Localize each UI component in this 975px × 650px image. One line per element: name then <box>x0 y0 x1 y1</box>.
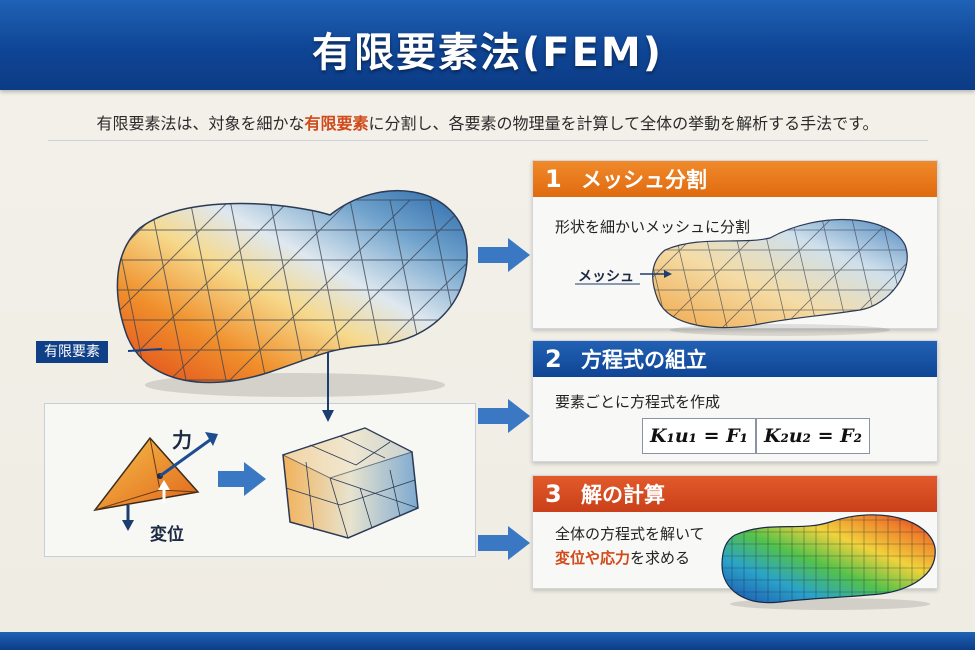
step2-number: 2 <box>545 345 562 373</box>
step-equation-assembly: 2 方程式の組立 要素ごとに方程式を作成 <box>532 340 938 462</box>
arrow-right-icon <box>218 462 266 496</box>
step3-description: 全体の方程式を解いて <box>555 525 705 543</box>
step3-highlight: 変位や応力 <box>555 549 631 567</box>
arrow-to-step3-icon <box>478 526 530 560</box>
arrow-to-step1-icon <box>478 238 530 272</box>
element-tag-pointer <box>127 348 163 352</box>
header-banner: 有限要素法(FEM) <box>0 0 975 90</box>
arrow-down-icon <box>322 352 334 422</box>
equation-element-2: K₂u₂ = F₂ <box>756 418 870 454</box>
step3-header: 3 解の計算 <box>533 476 937 512</box>
main-mesh-shape <box>116 189 468 397</box>
intro-divider <box>48 140 928 141</box>
step3-desc-after: を求める <box>630 549 691 567</box>
intro-text: 有限要素法は、対象を細かな有限要素に分割し、各要素の物理量を計算して全体の挙動を… <box>0 110 975 134</box>
page-title: 有限要素法(FEM) <box>311 30 663 76</box>
displacement-arrow-down-icon <box>122 505 134 531</box>
element-tag: 有限要素 <box>36 341 108 363</box>
force-label: 力 <box>172 428 192 452</box>
displacement-arrow-up-icon <box>158 480 170 503</box>
intro-after: に分割し、各要素の物理量を計算して全体の挙動を解析する手法です。 <box>368 114 879 133</box>
step1-mesh-shape <box>652 218 908 336</box>
equation-element-1: K₁u₁ = F₁ <box>642 418 756 454</box>
step2-header: 2 方程式の組立 <box>533 341 937 377</box>
displacement-label: 変位 <box>150 525 184 545</box>
arrow-to-step2-icon <box>478 399 530 433</box>
mesh-label: メッシュ <box>578 269 634 285</box>
step1-number: 1 <box>545 165 562 193</box>
step2-description: 要素ごとに方程式を作成 <box>555 393 721 411</box>
step1-title: メッシュ分割 <box>581 168 707 192</box>
footer-bar <box>0 632 975 650</box>
step2-title: 方程式の組立 <box>581 348 707 372</box>
step3-title: 解の計算 <box>581 483 665 507</box>
step3-description-2: 変位や応力を求める <box>555 546 690 570</box>
mesh-label-arrow-icon <box>575 270 672 285</box>
step1-description: 形状を細かいメッシュに分割 <box>555 218 751 236</box>
intro-before: 有限要素法は、対象を細かな <box>96 114 305 133</box>
intro-highlight: 有限要素 <box>304 114 369 133</box>
step3-number: 3 <box>545 480 562 508</box>
step3-result-shape <box>721 514 936 610</box>
mesh-block <box>281 427 419 539</box>
force-arrow-icon <box>159 432 218 478</box>
step1-header: 1 メッシュ分割 <box>533 161 937 197</box>
